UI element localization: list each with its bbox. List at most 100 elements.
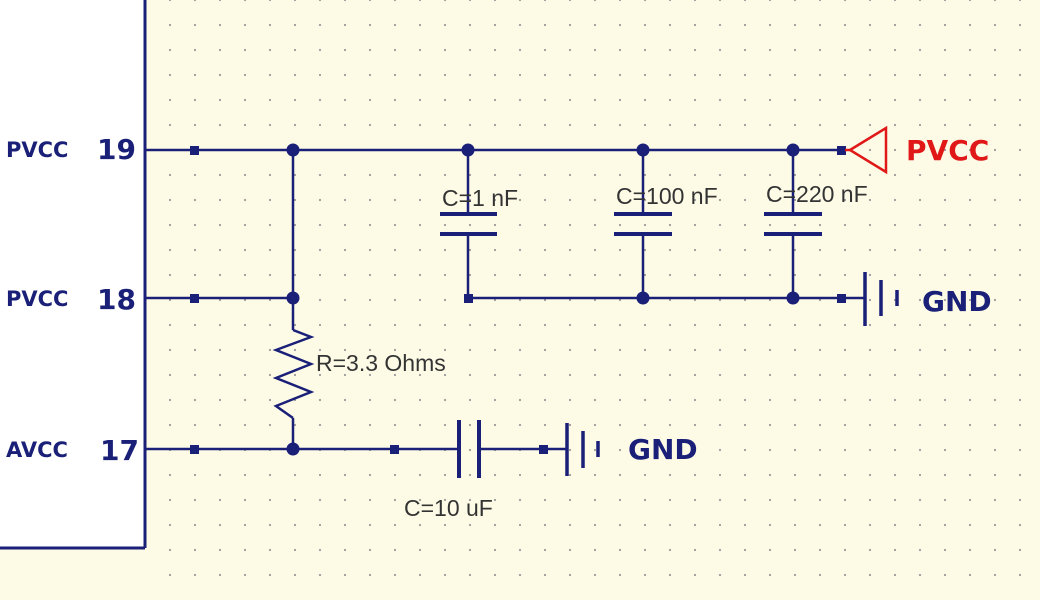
grid-dot: [543, 48, 547, 52]
grid-dot: [418, 348, 422, 352]
grid-dot: [568, 298, 572, 302]
grid-dot: [343, 473, 347, 477]
grid-dot: [518, 423, 522, 427]
grid-dot: [393, 373, 397, 377]
grid-dot: [368, 273, 372, 277]
grid-dot: [543, 173, 547, 177]
grid-dot: [193, 373, 197, 377]
grid-dot: [718, 498, 722, 502]
grid-dot: [543, 0, 547, 2]
grid-dot: [993, 273, 997, 277]
grid-dot: [993, 548, 997, 552]
grid-dot: [968, 148, 972, 152]
grid-dot: [393, 423, 397, 427]
grid-dot: [718, 323, 722, 327]
grid-dot: [943, 248, 947, 252]
grid-dot: [593, 98, 597, 102]
grid-dot: [218, 223, 222, 227]
grid-dot: [193, 173, 197, 177]
grid-dot: [493, 98, 497, 102]
grid-dot: [818, 573, 822, 577]
grid-dot: [343, 123, 347, 127]
grid-dot: [893, 448, 897, 452]
grid-dot: [468, 448, 472, 452]
grid-dot: [768, 0, 772, 2]
grid-dot: [718, 348, 722, 352]
grid-dot: [543, 248, 547, 252]
grid-dot: [943, 423, 947, 427]
grid-dot: [743, 73, 747, 77]
grid-dot: [693, 173, 697, 177]
grid-dot: [943, 148, 947, 152]
grid-dot: [943, 0, 947, 2]
grid-dot: [693, 523, 697, 527]
grid-dot: [943, 48, 947, 52]
grid-dot: [543, 348, 547, 352]
grid-dot: [343, 23, 347, 27]
grid-dot: [843, 473, 847, 477]
grid-dot: [1018, 173, 1022, 177]
grid-dot: [793, 123, 797, 127]
grid-dot: [168, 423, 172, 427]
grid-dot: [718, 198, 722, 202]
grid-dot: [368, 48, 372, 52]
grid-dot: [568, 523, 572, 527]
grid-dot: [968, 273, 972, 277]
grid-dot: [468, 73, 472, 77]
grid-dot: [918, 0, 922, 2]
grid-dot: [343, 173, 347, 177]
grid-dot: [318, 23, 322, 27]
grid-dot: [443, 248, 447, 252]
grid-dot: [393, 323, 397, 327]
grid-dot: [243, 73, 247, 77]
grid-dot: [243, 323, 247, 327]
grid-dot: [568, 548, 572, 552]
grid-dot: [418, 273, 422, 277]
grid-dot: [593, 348, 597, 352]
grid-dot: [468, 23, 472, 27]
grid-dot: [793, 173, 797, 177]
grid-dot: [693, 298, 697, 302]
grid-dot: [518, 198, 522, 202]
grid-dot: [618, 173, 622, 177]
grid-dot: [293, 23, 297, 27]
grid-dot: [693, 23, 697, 27]
grid-dot: [593, 0, 597, 2]
grid-dot: [593, 323, 597, 327]
grid-dot: [543, 98, 547, 102]
grid-dot: [1018, 548, 1022, 552]
grid-dot: [768, 523, 772, 527]
grid-dot: [968, 523, 972, 527]
grid-dot: [943, 523, 947, 527]
grid-dot: [993, 423, 997, 427]
grid-dot: [193, 98, 197, 102]
grid-dot: [293, 323, 297, 327]
capacitor-plates: [440, 212, 822, 478]
grid-dot: [968, 548, 972, 552]
gnd-label-top: GND: [922, 285, 992, 318]
grid-dot: [718, 523, 722, 527]
grid-dot: [468, 98, 472, 102]
grid-dot: [418, 548, 422, 552]
grid-dot: [193, 423, 197, 427]
grid-dot: [568, 123, 572, 127]
grid-dot: [943, 348, 947, 352]
grid-dot: [243, 373, 247, 377]
grid-dot: [668, 323, 672, 327]
grid-dot: [868, 398, 872, 402]
grid-dot: [368, 398, 372, 402]
grid-dot: [218, 523, 222, 527]
grid-dot: [718, 548, 722, 552]
grid-dot: [418, 23, 422, 27]
grid-dot: [1018, 448, 1022, 452]
grid-dot: [968, 573, 972, 577]
grid-dot: [393, 548, 397, 552]
pin-17-name: AVCC: [6, 438, 68, 462]
grid-dot: [318, 98, 322, 102]
grid-dot: [593, 23, 597, 27]
grid-dot: [318, 0, 322, 2]
grid-dot: [593, 248, 597, 252]
grid-dot: [468, 498, 472, 502]
grid-dot: [243, 173, 247, 177]
grid-dot: [443, 223, 447, 227]
